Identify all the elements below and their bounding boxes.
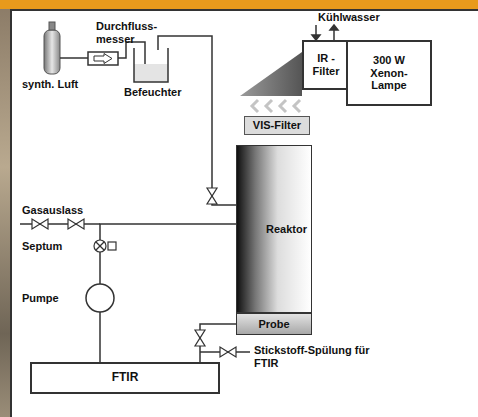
flow-arrow xyxy=(94,54,112,64)
lamp-box: 300 W Xenon- Lampe xyxy=(346,40,432,106)
septum-label: Septum xyxy=(22,240,62,253)
pump-label: Pumpe xyxy=(22,292,59,305)
light-beam xyxy=(252,100,300,112)
humidifier-vessel xyxy=(134,48,168,82)
orange-bar xyxy=(0,0,478,9)
flow-meter-label: Durchfluss- messer xyxy=(96,20,170,45)
valve xyxy=(195,330,205,346)
pump-symbol xyxy=(86,284,114,312)
ftir-box: FTIR xyxy=(30,362,220,394)
valve xyxy=(32,219,48,229)
cooling-water-arrows xyxy=(312,25,338,40)
cooling-water-label: Kühlwasser xyxy=(318,11,380,24)
septum-symbol xyxy=(94,240,116,252)
node-text: 300 W Xenon- Lampe xyxy=(363,54,415,92)
node-text: VIS-Filter xyxy=(253,119,301,132)
gas-source-label: synth. Luft xyxy=(22,78,78,91)
purge-label: Stickstoff-Spülung für FTIR xyxy=(254,344,384,369)
node-text: FTIR xyxy=(112,371,139,385)
humidifier-label: Befeuchter xyxy=(124,86,181,99)
gas-cylinder xyxy=(44,30,60,74)
light-guide xyxy=(240,52,302,96)
reactor-vessel: Reaktor xyxy=(236,145,312,313)
valve xyxy=(220,347,236,357)
photo-strip xyxy=(0,0,10,417)
sample-holder: Probe xyxy=(236,313,312,335)
humidifier-water xyxy=(134,64,168,82)
gas-pipe xyxy=(100,224,236,362)
cylinder-valve xyxy=(49,22,55,30)
node-text: Reaktor xyxy=(266,223,307,236)
pipe-line xyxy=(100,224,236,362)
valve xyxy=(68,219,84,229)
supply-pipe xyxy=(158,36,212,188)
node-text: Probe xyxy=(258,318,289,331)
valve xyxy=(207,188,217,204)
flow-meter xyxy=(88,52,118,65)
node-text: IR - Filter xyxy=(307,52,345,77)
supply-pipe xyxy=(60,57,88,59)
filter-box: VIS-Filter xyxy=(244,116,310,135)
filter-box: IR - Filter xyxy=(302,40,350,90)
gas-outlet-label: Gasauslass xyxy=(22,204,83,217)
